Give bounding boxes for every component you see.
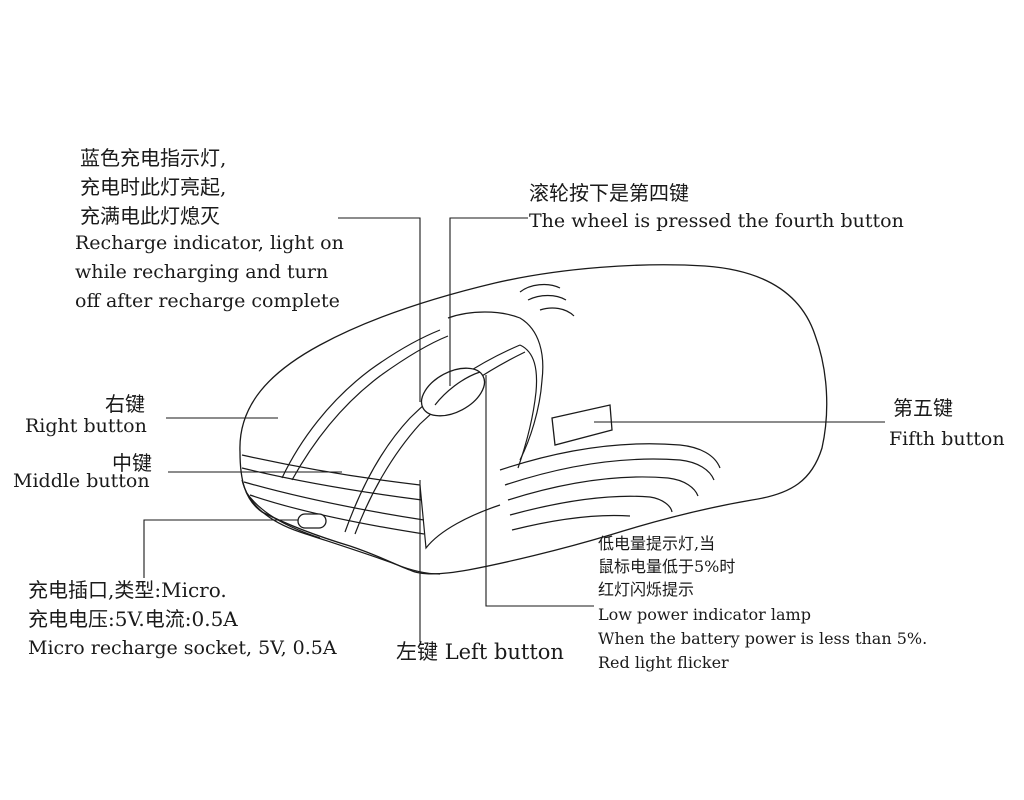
recharge-indicator-en-3: off after recharge complete [75, 290, 340, 312]
micro-usb-socket [297, 513, 327, 529]
low-power-zh-3: 红灯闪烁提示 [598, 580, 695, 599]
recharge-indicator-en-2: while recharging and turn [75, 261, 329, 283]
top-ridge-inner [517, 344, 538, 469]
low-power-zh-2: 鼠标电量低于5%时 [598, 557, 736, 576]
button-split-right-2 [354, 351, 526, 535]
middle-button-zh: 中键 [112, 451, 152, 475]
side-grip-1 [499, 443, 721, 471]
recharge-indicator-en-1: Recharge indicator, light on [75, 232, 344, 254]
fifth-button-shape [551, 404, 613, 446]
button-split-left-2 [291, 335, 449, 481]
wheel-button-zh: 滚轮按下是第四键 [529, 181, 689, 205]
low-power-en-3: Red light flicker [598, 653, 729, 672]
recharge-indicator-zh-3: 充满电此灯熄灭 [80, 204, 220, 228]
side-grip-2 [504, 458, 715, 486]
micro-socket-zh-1: 充电插口,类型:Micro. [28, 578, 227, 602]
right-button-en: Right button [25, 415, 147, 437]
fifth-button-zh: 第五键 [893, 396, 953, 420]
scroll-wheel-edge [434, 371, 481, 406]
front-face-mid [241, 467, 423, 501]
recharge-indicator-zh-1: 蓝色充电指示灯, [80, 146, 227, 170]
left-button-zh: 左键 [396, 640, 438, 664]
low-power-zh-1: 低电量提示灯,当 [598, 534, 716, 553]
left-button-en: Left button [444, 640, 564, 664]
button-split-left [281, 329, 441, 479]
top-ridge [447, 311, 544, 461]
recharge-indicator-zh-2: 充电时此灯亮起, [80, 175, 227, 199]
right-button-zh: 右键 [105, 392, 145, 416]
front-face-bottom [243, 481, 425, 521]
mouse-base [241, 479, 441, 575]
button-split-right [344, 344, 521, 533]
wheel-button-en: The wheel is pressed the fourth button [529, 210, 904, 232]
mouse-body-outline [239, 264, 828, 575]
low-power-en-1: Low power indicator lamp [598, 605, 811, 624]
micro-socket-zh-2: 充电电压:5V.电流:0.5A [28, 607, 238, 631]
low-power-en-2: When the battery power is less than 5%. [598, 629, 928, 648]
leader-micro-socket [143, 519, 298, 578]
left-button-edge [419, 484, 501, 550]
logo-mark [519, 283, 575, 317]
fifth-button-en: Fifth button [889, 428, 1005, 450]
leader-recharge-indicator [338, 217, 421, 402]
scroll-wheel [420, 367, 486, 417]
leader-wheel [449, 217, 528, 386]
left-button-label: 左键 Left button [396, 638, 564, 666]
side-grip-4 [509, 495, 673, 516]
side-grip-3 [507, 476, 699, 501]
front-face-low [249, 494, 425, 535]
side-grip-5 [511, 514, 631, 531]
middle-button-en: Middle button [13, 470, 150, 492]
micro-socket-en: Micro recharge socket, 5V, 0.5A [28, 637, 337, 659]
leader-low-power [485, 375, 594, 607]
